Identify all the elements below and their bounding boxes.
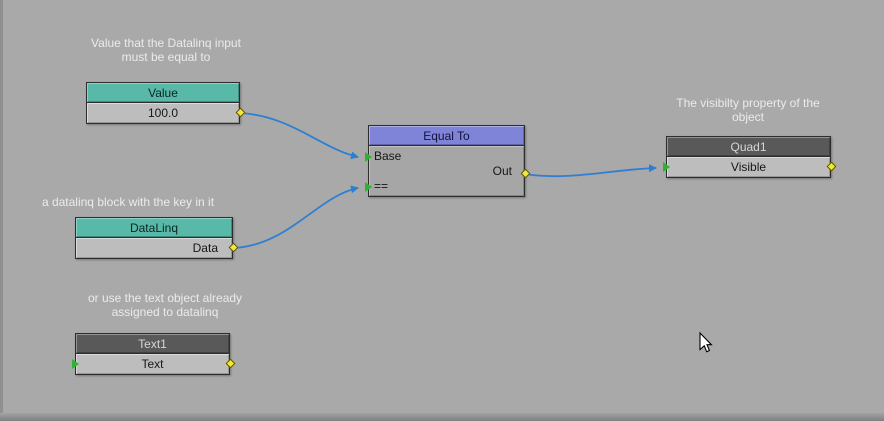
input-port[interactable] (663, 162, 670, 172)
node-title: Equal To (423, 128, 470, 143)
equalto-operator-label: == (374, 179, 389, 193)
input-port-operator[interactable] (365, 182, 372, 192)
annotation-line: The visibilty property of the (676, 96, 820, 110)
annotation-line: a datalinq block with the key in it (41, 195, 215, 209)
node-datalinq-row[interactable]: Data (76, 238, 239, 258)
node-title: Text1 (138, 336, 167, 351)
mouse-cursor (699, 331, 713, 353)
window-edge-bottom (0, 413, 884, 421)
wire-out-to-visible[interactable] (524, 164, 657, 178)
row-label: Text (141, 357, 164, 371)
node-title: Value (148, 85, 178, 100)
wire-value-to-base[interactable] (239, 112, 359, 160)
node-value[interactable]: Value 100.0 (86, 82, 246, 124)
node-text1[interactable]: Text1 Text (72, 333, 236, 375)
row-label: 100.0 (147, 106, 179, 120)
node-datalinq[interactable]: DataLinq Data (75, 217, 239, 259)
node-quad1[interactable]: Quad1 Visible (663, 136, 837, 178)
node-datalinq-header[interactable]: DataLinq (76, 218, 232, 238)
annotation-quad1: The visibilty property of the object (648, 96, 848, 124)
node-quad1-header[interactable]: Quad1 (667, 137, 830, 157)
annotation-line: assigned to datalinq (111, 305, 219, 319)
annotation-datalinq: a datalinq block with the key in it (18, 195, 238, 209)
row-label: Visible (730, 160, 767, 174)
annotation-line: must be equal to (121, 50, 211, 64)
node-equalto-header[interactable]: Equal To (369, 126, 524, 146)
node-text1-header[interactable]: Text1 (76, 334, 229, 354)
wire-data-to-operator[interactable] (232, 185, 359, 249)
node-value-row[interactable]: 100.0 (87, 103, 246, 123)
annotation-line: or use the text object already (87, 291, 243, 305)
node-value-header[interactable]: Value (87, 83, 239, 103)
row-label: Data (192, 241, 218, 255)
annotation-value: Value that the Datalinq input must be eq… (60, 36, 272, 64)
annotation-line: Value that the Datalinq input (91, 36, 241, 50)
node-text1-row[interactable]: Text (72, 354, 236, 374)
annotation-line: object (731, 110, 765, 124)
window-edge-left (0, 0, 3, 421)
node-equalto[interactable]: Equal To Base == Out (365, 125, 531, 197)
node-title: Quad1 (730, 139, 767, 154)
node-quad1-row[interactable]: Visible (663, 157, 837, 177)
annotation-text1: or use the text object already assigned … (55, 291, 275, 319)
input-port[interactable] (72, 359, 79, 369)
equalto-base-label: Base (374, 149, 402, 163)
node-equalto-body[interactable]: Base == Out (365, 146, 531, 196)
equalto-out-label: Out (492, 164, 512, 178)
input-port-base[interactable] (365, 152, 372, 162)
node-title: DataLinq (129, 220, 179, 235)
